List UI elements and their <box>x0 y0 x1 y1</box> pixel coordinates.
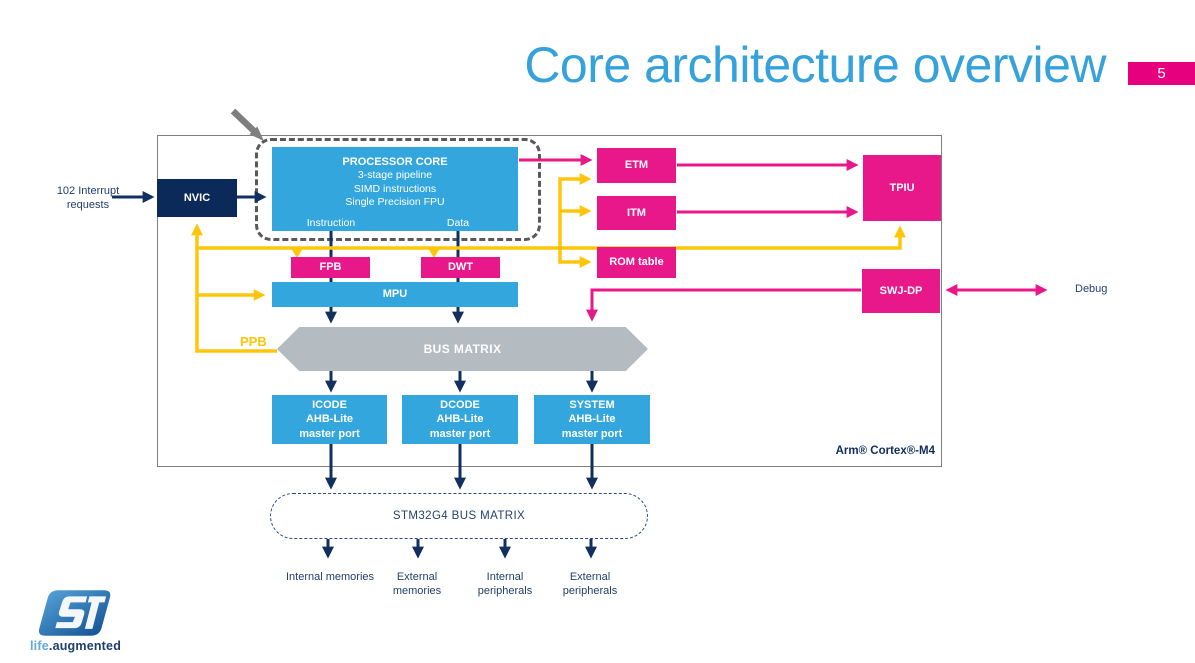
dwt-block: DWT <box>421 257 500 278</box>
core-feature-simd: SIMD instructions <box>353 182 437 195</box>
stm32-bus-matrix-block: STM32G4 BUS MATRIX <box>270 493 648 539</box>
rom-table-block: ROM table <box>597 247 676 278</box>
dwt-label: DWT <box>447 261 474 274</box>
icode-port-block: ICODE AHB-Lite master port <box>272 395 387 444</box>
icode-bus: AHB-Lite <box>305 413 354 426</box>
data-port-label: Data <box>446 217 470 229</box>
itm-block: ITM <box>597 196 676 230</box>
etm-block: ETM <box>597 148 676 183</box>
cortex-m4-label: Arm® Cortex®-M4 <box>835 445 935 457</box>
tpiu-label: TPIU <box>889 181 915 194</box>
nvic-label: NVIC <box>183 191 211 204</box>
dcode-role: master port <box>429 427 491 440</box>
page-number-badge: 5 <box>1128 62 1195 85</box>
mpu-label: MPU <box>382 288 408 301</box>
fpb-block: FPB <box>291 257 370 278</box>
interrupt-requests-label: 102 Interrupt requests <box>56 185 120 212</box>
system-bus: AHB-Lite <box>568 413 616 426</box>
dcode-bus: AHB-Lite <box>436 413 484 426</box>
tpiu-block: TPIU <box>863 155 941 221</box>
etm-label: ETM <box>624 159 649 172</box>
nvic-block: NVIC <box>157 179 237 217</box>
tagline-dot: . <box>48 639 53 653</box>
swj-dp-block: SWJ-DP <box>862 269 940 313</box>
processor-core-block: PROCESSOR CORE 3-stage pipeline SIMD ins… <box>272 147 518 231</box>
dest-internal-peripherals: Internal peripherals <box>477 571 533 598</box>
stm32-bus-matrix-label: STM32G4 BUS MATRIX <box>392 510 526 522</box>
bus-matrix-label: BUS MATRIX <box>423 342 502 356</box>
debug-label: Debug <box>1075 283 1108 295</box>
dest-internal-memories: Internal memories <box>285 571 375 583</box>
st-tagline: life.augmented <box>30 639 121 653</box>
icode-role: master port <box>299 427 360 440</box>
rom-table-label: ROM table <box>609 256 664 269</box>
fpb-label: FPB <box>319 261 342 274</box>
mpu-block: MPU <box>272 282 518 307</box>
system-name: SYSTEM <box>569 399 615 412</box>
page-number: 5 <box>1157 65 1166 82</box>
page-title: Core architecture overview <box>524 37 1106 93</box>
system-port-block: SYSTEM AHB-Lite master port <box>534 395 650 444</box>
system-role: master port <box>561 427 623 440</box>
st-logo-icon <box>38 590 111 636</box>
dest-external-memories: External memories <box>392 571 442 598</box>
core-feature-pipeline: 3-stage pipeline <box>357 169 433 182</box>
icode-name: ICODE <box>312 399 347 412</box>
core-feature-fpu: Single Precision FPU <box>345 196 445 209</box>
processor-core-title: PROCESSOR CORE <box>342 156 448 168</box>
itm-label: ITM <box>627 206 646 219</box>
tagline-augmented: augmented <box>52 639 122 653</box>
dcode-name: DCODE <box>440 399 480 412</box>
cortex-m4-boundary <box>157 135 942 467</box>
instruction-port-label: Instruction <box>306 217 356 229</box>
swj-dp-label: SWJ-DP <box>879 284 923 297</box>
dest-external-peripherals: External peripherals <box>562 571 618 598</box>
ppb-label: PPB <box>240 334 267 349</box>
tagline-life: life <box>30 639 49 653</box>
dcode-port-block: DCODE AHB-Lite master port <box>402 395 518 444</box>
bus-matrix-block: BUS MATRIX <box>277 327 648 371</box>
